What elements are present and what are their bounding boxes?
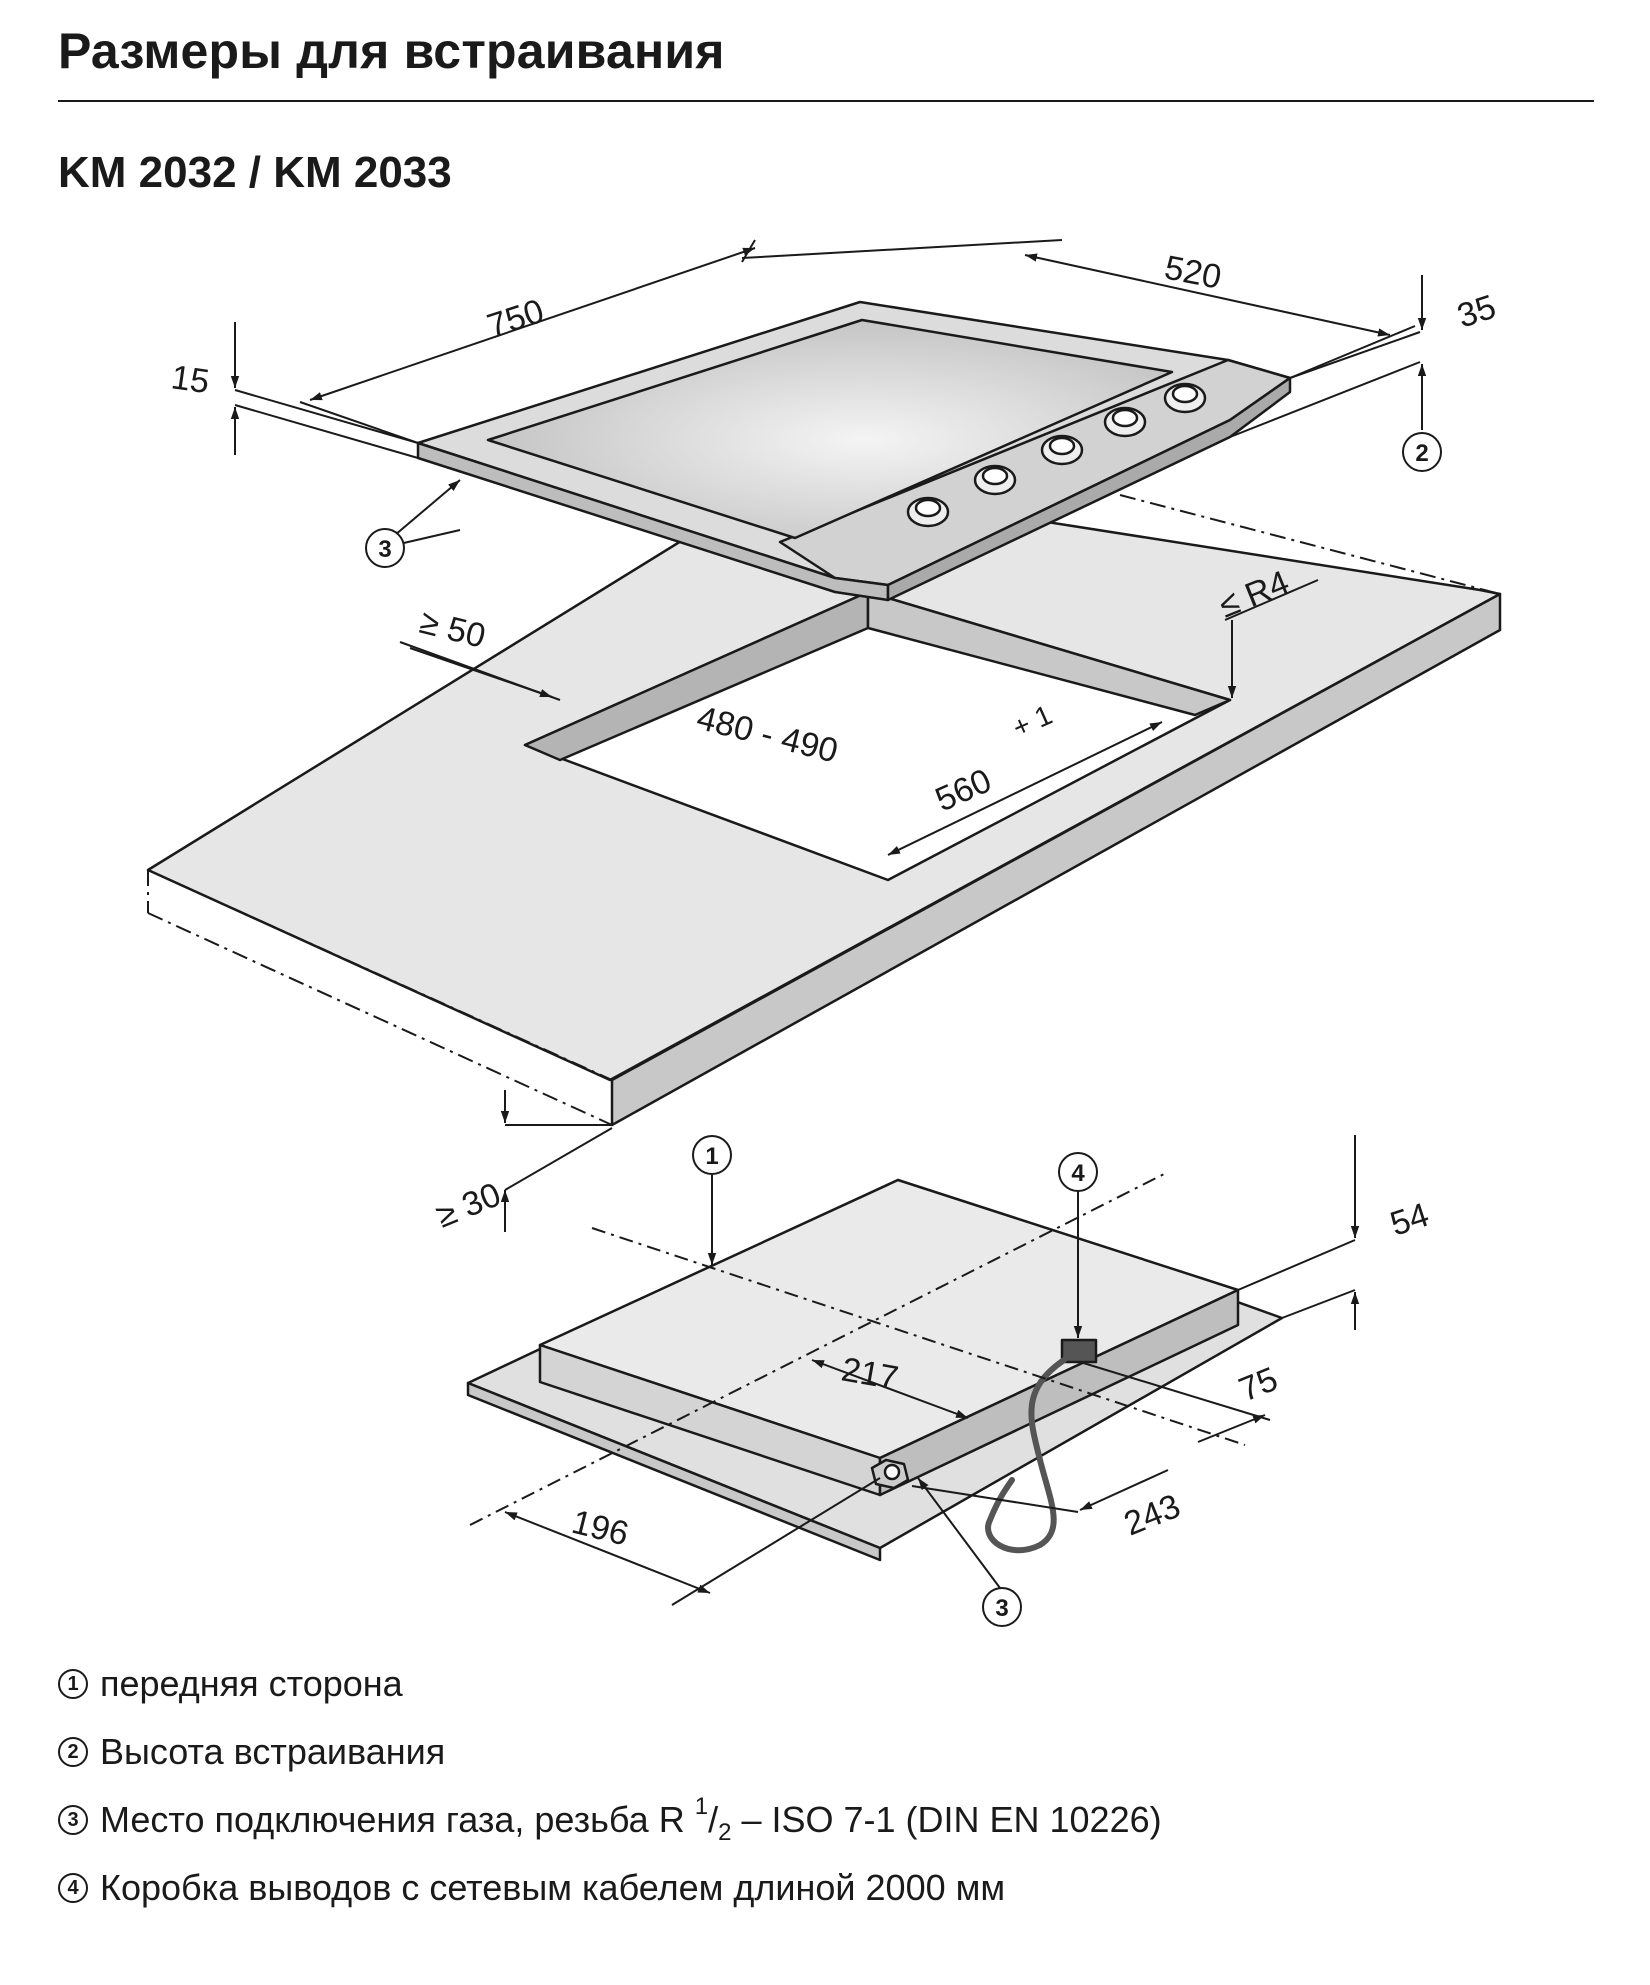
worktop-front-edge — [610, 592, 1502, 1127]
callout-1: 1 — [692, 1135, 732, 1175]
dim-15: 15 — [169, 358, 212, 401]
worktop — [146, 478, 1502, 1127]
svg-text:1: 1 — [705, 1143, 718, 1170]
svg-text:2: 2 — [1415, 440, 1428, 467]
knob-icon — [1103, 406, 1147, 438]
legend-text: Высота встраивания — [100, 1731, 446, 1772]
legend-text: Место подключения газа, резьба R 1/2 – I… — [100, 1793, 1162, 1847]
dim-243: 243 — [1119, 1487, 1186, 1543]
legend-item-4: 4 Коробка выводов с сетевым кабелем длин… — [58, 1854, 1162, 1922]
knob-icon — [973, 464, 1017, 496]
dim-54: 54 — [1386, 1196, 1434, 1244]
worktop-dashed-extents — [147, 494, 1501, 1126]
dim-750-line — [309, 247, 756, 401]
legend-text-after: – ISO 7-1 (DIN EN 10226) — [731, 1799, 1162, 1840]
legend-badge: 1 — [58, 1669, 88, 1699]
callout-2: 2 — [1402, 432, 1442, 472]
model-subtitle: KM 2032 / KM 2033 — [58, 148, 452, 197]
legend-badge: 4 — [58, 1873, 88, 1903]
fraction-slash: / — [708, 1799, 719, 1840]
dim-750: 750 — [483, 292, 549, 346]
callout-3-bottom: 3 — [982, 1587, 1022, 1627]
fraction-numerator: 1 — [694, 1793, 709, 1820]
dim-50-line — [409, 647, 553, 698]
svg-text:3: 3 — [995, 1595, 1008, 1622]
legend-item-3: 3 Место подключения газа, резьба R 1/2 –… — [58, 1786, 1162, 1854]
gas-connector-thread — [883, 1463, 901, 1481]
knob-icon — [1163, 382, 1207, 414]
callout-3-top: 3 — [365, 528, 405, 568]
mains-cable — [985, 1357, 1067, 1554]
dim-560-line — [887, 721, 1163, 856]
cutout-right-wall — [866, 590, 1232, 717]
svg-text:3: 3 — [378, 536, 391, 563]
dim-520: 520 — [1161, 249, 1224, 297]
hob-side-edge — [886, 376, 1292, 602]
legend-text-before: Место подключения газа, резьба R — [100, 1799, 695, 1840]
legend-item-1: 1 передняя сторона — [58, 1650, 1162, 1718]
terminal-box-icon — [1060, 1338, 1098, 1364]
center-axes — [469, 1171, 1246, 1526]
dim-217-line — [811, 1359, 969, 1419]
hob-bottom-plate-edge — [466, 1381, 882, 1562]
knob-icon — [1040, 434, 1084, 466]
fraction-denominator: 2 — [718, 1819, 732, 1846]
legend-text: передняя сторона — [100, 1663, 403, 1704]
legend-item-2: 2 Высота встраивания — [58, 1718, 1162, 1786]
dim-30: ≥ 30 — [431, 1175, 506, 1235]
dim-196: 196 — [568, 1503, 632, 1554]
svg-text:4: 4 — [1071, 1160, 1085, 1187]
dim-196-line — [504, 1511, 711, 1594]
dim-50: ≥ 50 — [416, 603, 489, 656]
legend: 1 передняя сторона 2 Высота встраивания … — [58, 1650, 1162, 1922]
knob-icon — [906, 496, 950, 528]
dim-75-line — [1197, 1414, 1266, 1443]
legend-badge: 2 — [58, 1737, 88, 1767]
dim-520-line — [1024, 253, 1391, 337]
legend-text: Коробка выводов с сетевым кабелем длиной… — [100, 1867, 1006, 1908]
dim-243-line — [911, 1485, 1079, 1513]
legend-badge: 3 — [58, 1805, 88, 1835]
callouts: 2 3 1 4 3 — [365, 432, 1442, 1627]
page-title: Размеры для встраивания — [58, 23, 725, 79]
hob-top — [416, 300, 1292, 602]
dim-75: 75 — [1234, 1360, 1283, 1409]
dim-35: 35 — [1453, 288, 1501, 336]
title-divider — [58, 100, 1594, 102]
dimension-lines — [230, 239, 1427, 1606]
control-knobs — [906, 382, 1207, 528]
callout-4: 4 — [1058, 1152, 1098, 1192]
